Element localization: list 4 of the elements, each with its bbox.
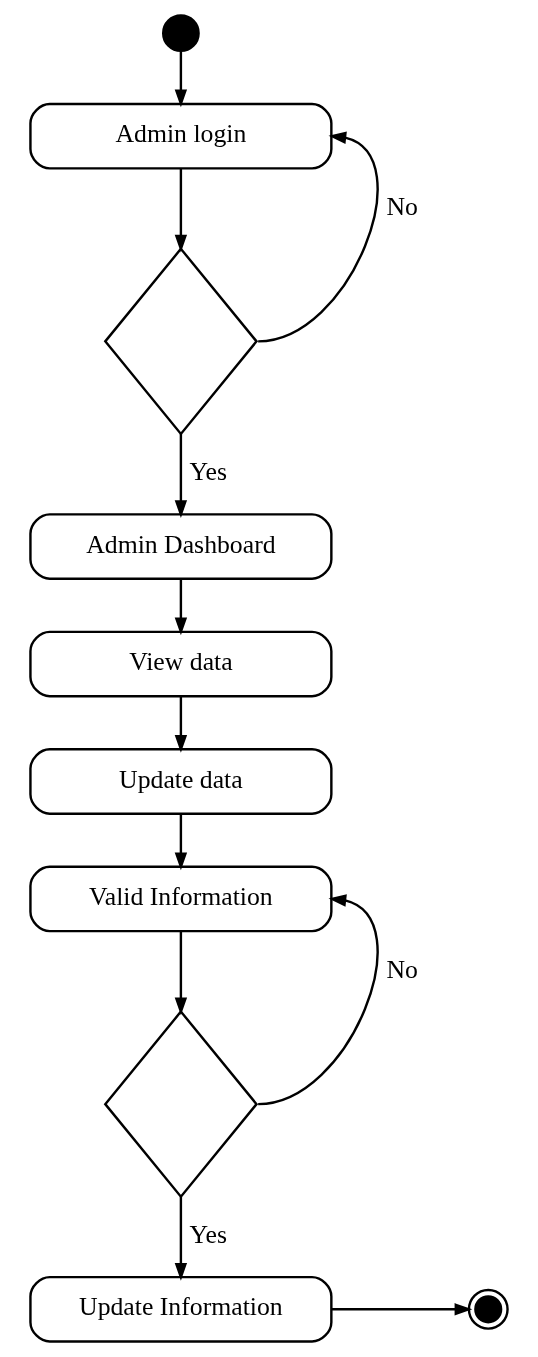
edge-label: No [386,191,418,221]
edge-label: Yes [189,1220,227,1250]
edge-label: No [386,954,418,984]
edge-label: Yes [189,457,227,487]
